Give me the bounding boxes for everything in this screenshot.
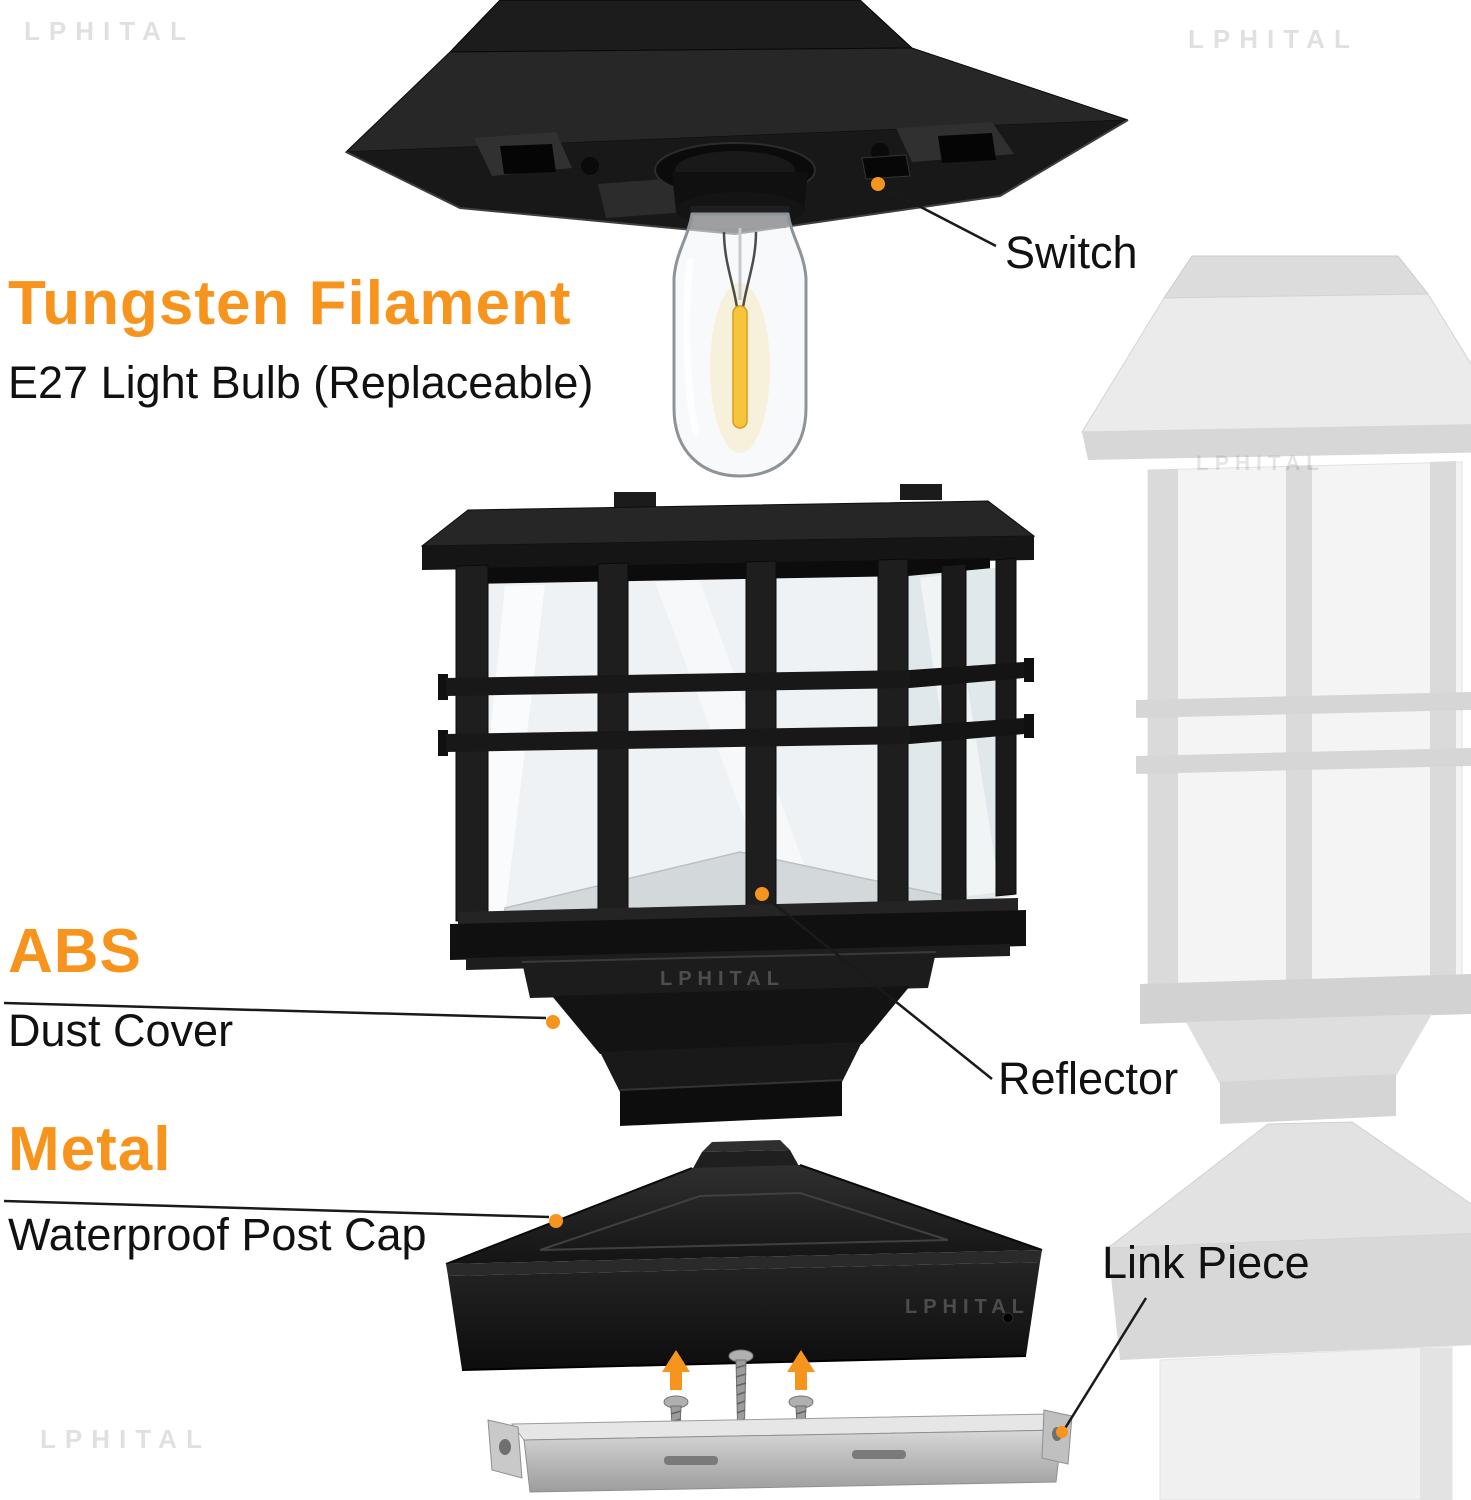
callout-dot-reflector xyxy=(755,887,769,901)
dust-cover-part xyxy=(521,951,937,1126)
leader-line-post-cap xyxy=(3,1199,550,1219)
metal-heading: Metal xyxy=(8,1115,172,1184)
leader-line-link-piece xyxy=(1062,1297,1148,1431)
tungsten-heading: Tungsten Filament xyxy=(8,269,572,338)
watermark: LPHITAL xyxy=(40,1424,211,1454)
switch-part xyxy=(861,154,911,180)
bulb-subheading: E27 Light Bulb (Replaceable) xyxy=(8,357,594,408)
switch-label: Switch xyxy=(1005,227,1138,278)
callout-dots xyxy=(546,177,1068,1438)
up-arrow-icon xyxy=(662,1350,815,1390)
lantern-cage xyxy=(420,484,1036,970)
watermark: LPHITAL xyxy=(1188,24,1359,54)
watermark: LPHITAL xyxy=(24,16,195,46)
watermark: LPHITAL xyxy=(905,1296,1030,1318)
filament xyxy=(732,305,748,429)
leader-line-switch xyxy=(883,186,997,248)
dust-cover-label: Dust Cover xyxy=(8,1005,234,1056)
watermark: LPHITAL xyxy=(1196,452,1326,475)
link-piece-label: Link Piece xyxy=(1102,1237,1310,1288)
ghost-assembled-lamp xyxy=(1081,255,1471,1500)
glass-panel xyxy=(468,566,1014,920)
callout-dot-switch xyxy=(871,177,885,191)
post-cap-label: Waterproof Post Cap xyxy=(8,1209,427,1260)
solar-panel-cap xyxy=(344,0,1129,236)
abs-heading: ABS xyxy=(8,917,142,986)
post-cap-part xyxy=(445,1140,1043,1371)
watermark: LPHITAL xyxy=(660,968,785,990)
leader-lines xyxy=(3,186,1148,1431)
leader-line-dust-cover xyxy=(3,1001,547,1020)
callout-dot-link-piece xyxy=(1056,1426,1068,1438)
tungsten-bulb xyxy=(672,206,808,478)
callout-dot-post-cap xyxy=(549,1214,563,1228)
callout-dot-dust-cover xyxy=(546,1015,560,1029)
mounting-bracket xyxy=(487,1409,1073,1493)
leader-line-reflector xyxy=(767,898,993,1080)
reflector-label: Reflector xyxy=(998,1053,1179,1104)
